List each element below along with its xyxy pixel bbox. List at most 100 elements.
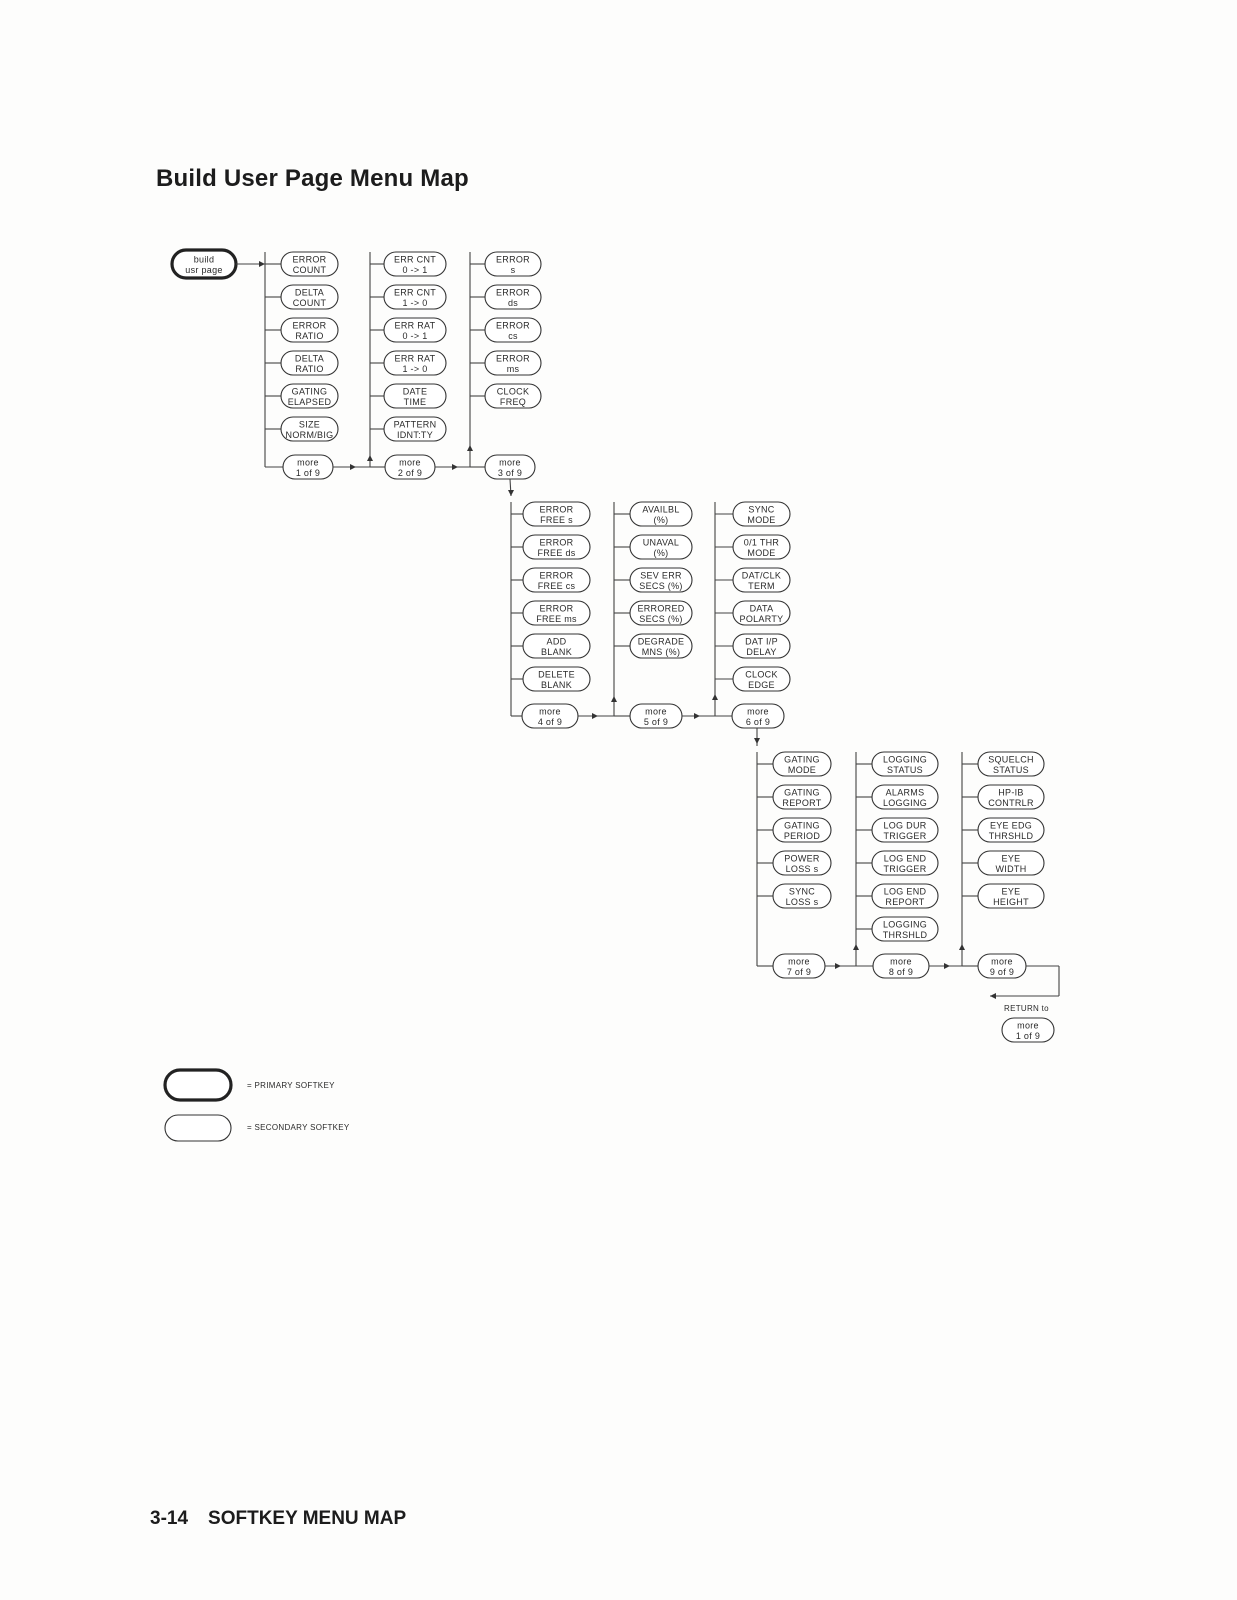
more3-down-arrow-icon — [508, 490, 514, 496]
softkey-sync-loss-s-label-2: LOSS s — [786, 897, 819, 907]
softkey-logging-thrshld-label-2: THRSHLD — [883, 930, 928, 940]
softkey-availbl-label-1: AVAILBL — [642, 505, 679, 515]
softkey-delta-ratio-label-2: RATIO — [295, 364, 323, 374]
softkey-eye-width-label-2: WIDTH — [996, 864, 1027, 874]
softkey-squelch-status-label-2: STATUS — [993, 765, 1029, 775]
legend-primary-softkey-sample[interactable] — [163, 1068, 233, 1102]
softkey-error-free-ds-label-2: FREE ds — [537, 548, 575, 558]
softkey-size-norm-big-outline — [280, 416, 339, 442]
legend-primary-label: = PRIMARY SOFTKEY — [247, 1081, 335, 1090]
softkey-unaval[interactable]: UNAVAL(%) — [629, 534, 693, 560]
softkey-degrade-mns-outline — [629, 633, 693, 659]
softkey-err-cnt-0-1-label-2: 0 -> 1 — [402, 265, 427, 275]
softkey-availbl[interactable]: AVAILBL(%) — [629, 501, 693, 527]
primary-arrow-icon — [259, 261, 265, 267]
softkey-eye-edg-thrshld-label-1: EYE EDG — [990, 821, 1032, 831]
softkey-error-free-cs-label-1: ERROR — [539, 571, 573, 581]
softkey-logging-status-outline — [871, 751, 939, 777]
softkey-error-free-s-label-2: FREE s — [540, 515, 573, 525]
softkey-error-free-ms-label-2: FREE ms — [536, 614, 577, 624]
softkey-hp-ib-contrlr-outline — [977, 784, 1045, 810]
softkey-gating-period-outline — [772, 817, 832, 843]
softkey-gating-report-label-1: GATING — [784, 788, 820, 798]
softkey-log-end-report-outline — [871, 883, 939, 909]
softkey-logging-status-label-1: LOGGING — [883, 755, 927, 765]
softkey-log-end-report-label-1: LOG END — [884, 887, 927, 897]
softkey-availbl-label-2: (%) — [654, 515, 669, 525]
softkey-clock-freq-label-1: CLOCK — [497, 387, 530, 397]
softkey-alarms-logging-outline — [871, 784, 939, 810]
more-9-of-9-key-label-1: more — [991, 957, 1013, 967]
softkey-error-count-label-2: COUNT — [293, 265, 327, 275]
softkey-log-end-trigger-label-1: LOG END — [884, 854, 927, 864]
softkey-err-rat-1-0-outline — [383, 350, 447, 376]
more5-arrow-icon — [694, 713, 700, 719]
legend-secondary-softkey-sample[interactable] — [164, 1114, 232, 1142]
softkey-error-s-outline — [484, 251, 542, 277]
softkey-error-ds-label-2: ds — [508, 298, 518, 308]
col2-up-arrow-icon — [367, 455, 373, 461]
softkey-alarms-logging-label-2: LOGGING — [883, 798, 927, 808]
